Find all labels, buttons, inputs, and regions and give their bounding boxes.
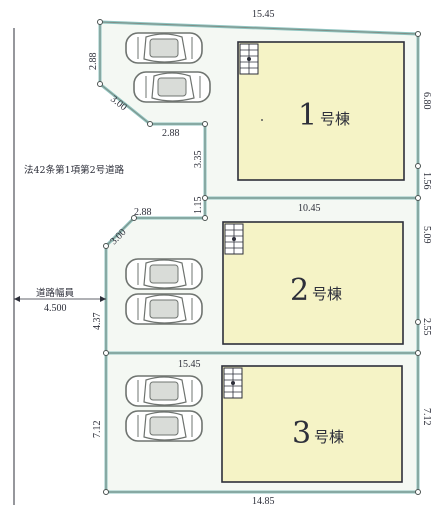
lot-1-dim-right: 6.80 [421,92,432,110]
lot-2-dim-right-lower: 2.55 [421,318,432,336]
lot-2-dim-right: 5.09 [421,226,432,244]
car-icon [125,375,203,407]
lot-2-suffix: 号棟 [312,285,342,303]
stair-icon [239,43,259,75]
lot-3-dim-top: 15.45 [178,359,201,370]
building-1 [237,41,405,181]
stair-icon [224,223,244,255]
stair-icon [223,367,243,399]
lot-2-number: 2 [290,273,309,308]
lot-1-dim-left-4: 3.35 [193,151,204,169]
lot-1-dim-left-3: 2.88 [162,128,180,139]
car-icon [125,258,203,290]
car-icon [125,293,203,325]
lot-3-suffix: 号棟 [314,428,344,446]
lot-3-dim-right: 7.12 [421,408,432,426]
lot-1-number: 1 [298,98,317,133]
car-icon [125,410,203,442]
lot-1-suffix: 号棟 [320,110,350,128]
lot-1-dim-right-lower: 1.56 [421,172,432,190]
car-icon [133,71,211,103]
road-width-label: 道路幅員 [36,287,75,299]
boundary-post-icon [97,19,421,495]
survey-point [261,119,263,121]
lot-1-dim-left-1: 2.88 [88,53,99,71]
lot-3-number: 3 [292,416,311,451]
lot-1-dim-top: 15.45 [252,9,275,20]
road-classification-label: 法42条第1項第2号道路 [24,164,125,176]
road-width-value: 4.500 [44,303,67,314]
lot-3-dim-left: 7.12 [92,421,103,439]
car-icon [125,32,203,64]
lot-3-dim-bottom: 14.85 [252,496,275,507]
lot-1-dim-bottom: 10.45 [298,203,321,214]
lot-1-dim-left-5: 1.15 [193,197,204,215]
building-2 [222,221,404,345]
lot-2-dim-left-top: 2.88 [134,207,152,218]
building-3 [221,365,403,483]
lot-2-dim-left: 4.37 [92,313,103,331]
